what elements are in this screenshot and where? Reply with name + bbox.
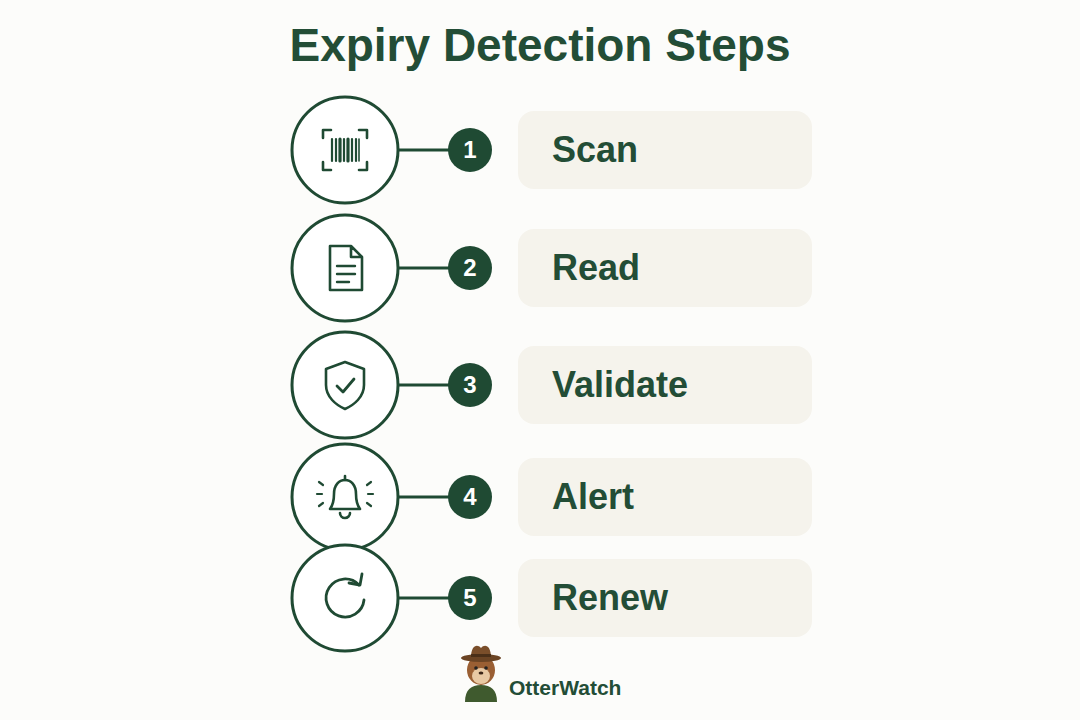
- leader-line: [399, 496, 450, 499]
- node-text: 4: [463, 483, 476, 511]
- leader-line: [399, 149, 450, 152]
- leader-line: [399, 597, 450, 600]
- node-text: Validate: [552, 364, 688, 406]
- node-text: 2: [463, 254, 476, 282]
- leader-line: [399, 384, 450, 387]
- node-text: 1: [463, 136, 476, 164]
- document-icon: [292, 215, 398, 321]
- step-number-badge: 2: [448, 246, 492, 290]
- renew-icon: [292, 545, 398, 651]
- brand-label: OtterWatch: [509, 676, 621, 700]
- node-text: Renew: [552, 577, 668, 619]
- node-text: Scan: [552, 129, 638, 171]
- step-label-box: Renew: [518, 559, 812, 637]
- otter-mascot: [461, 646, 501, 702]
- scan-icon: [292, 97, 398, 203]
- bell-icon: [292, 444, 398, 550]
- shield-icon: [292, 332, 398, 438]
- step-label-box: Scan: [518, 111, 812, 189]
- step-number-badge: 3: [448, 363, 492, 407]
- leader-line: [399, 267, 450, 270]
- step-number-badge: 5: [448, 576, 492, 620]
- step-number-badge: 1: [448, 128, 492, 172]
- node-text: 3: [463, 371, 476, 399]
- diagram-title: Expiry Detection Steps: [0, 18, 1080, 72]
- node-text: Alert: [552, 476, 634, 518]
- step-number-badge: 4: [448, 475, 492, 519]
- step-label-box: Alert: [518, 458, 812, 536]
- node-text: Read: [552, 247, 640, 289]
- step-label-box: Validate: [518, 346, 812, 424]
- step-label-box: Read: [518, 229, 812, 307]
- node-text: 5: [463, 584, 476, 612]
